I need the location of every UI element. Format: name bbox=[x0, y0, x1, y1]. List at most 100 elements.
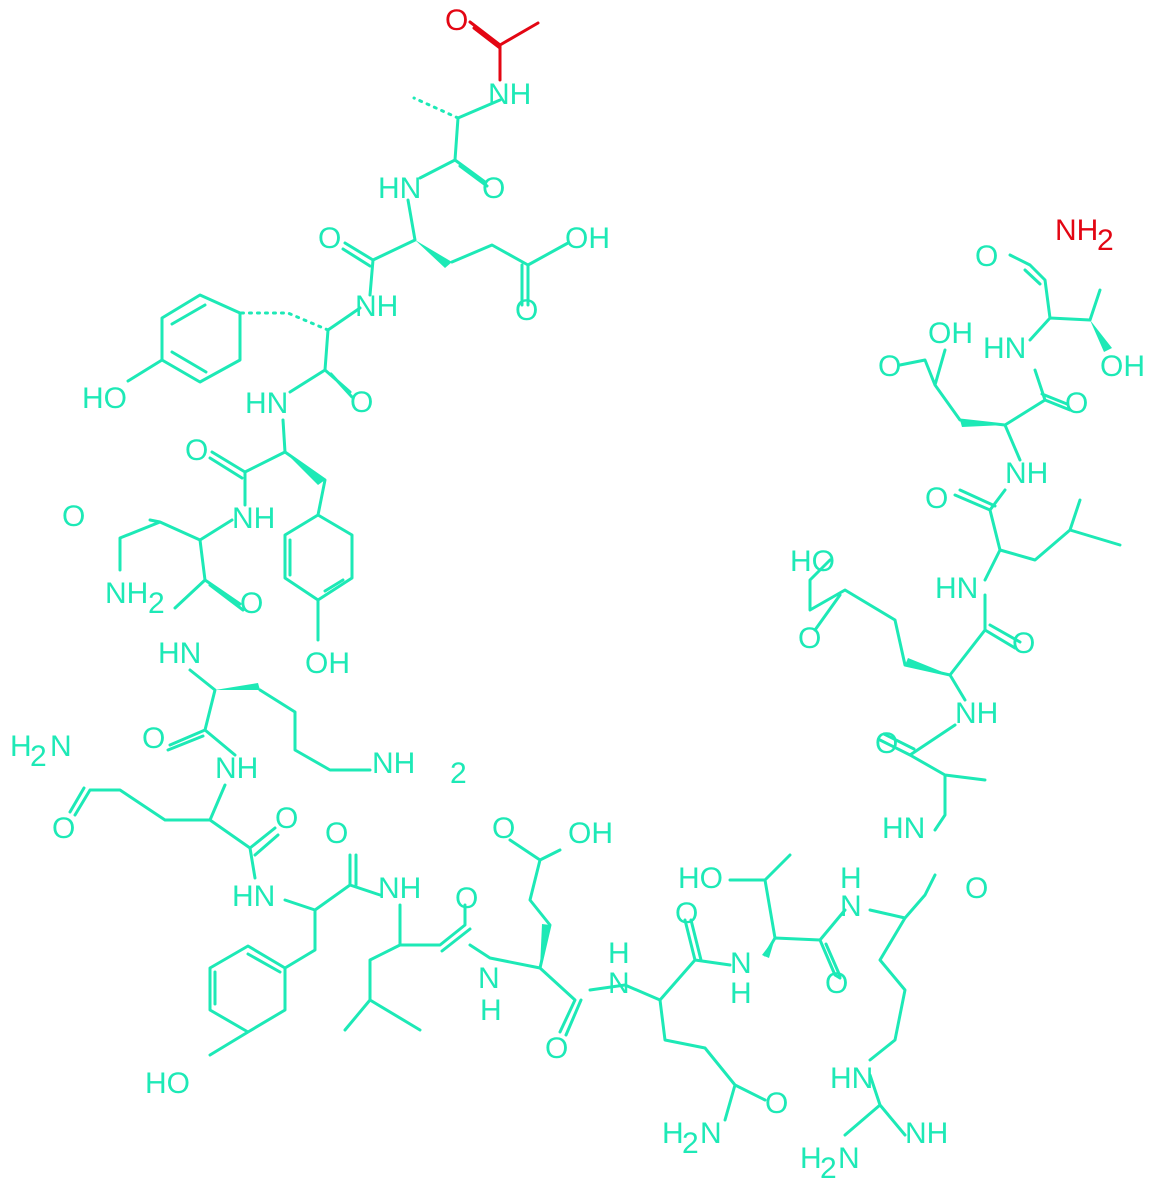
glu2-acid-oh: OH bbox=[565, 222, 610, 255]
lys6-backbone bbox=[166, 668, 237, 757]
leu16-amide-nh: HN bbox=[935, 572, 978, 605]
lys6-carbonyl-oxygen: O bbox=[142, 722, 165, 755]
tyr8-phenol-ho: HO bbox=[145, 1067, 190, 1100]
asp17-carbonyl-oxygen: O bbox=[1065, 387, 1088, 420]
glu2-carbonyl-oxygen: O bbox=[318, 222, 341, 255]
leu9-sidechain bbox=[343, 943, 422, 1032]
tyr4-wedge bbox=[285, 452, 325, 485]
asp17-backbone bbox=[1003, 368, 1072, 462]
thr18-hydroxyl-oh: OH bbox=[1100, 350, 1145, 383]
glu10-carbonyl-oxygen: O bbox=[545, 1032, 568, 1065]
glu10-wedge bbox=[540, 924, 550, 968]
gln11-amide-n: N bbox=[608, 967, 630, 1000]
ala14-carbonyl-oxygen: O bbox=[875, 727, 898, 760]
tyr8-carbonyl-oxygen: O bbox=[325, 817, 348, 850]
gln11-amide-h: H bbox=[608, 937, 630, 970]
arg13-amide-n: N bbox=[840, 890, 862, 923]
asn5-side-nh2: NH bbox=[105, 577, 148, 610]
thr18-amide-nh: HN bbox=[983, 332, 1026, 365]
gln7-h2n-subscript: 2 bbox=[30, 740, 47, 773]
tyr4-phenol-oh: OH bbox=[305, 647, 350, 680]
thr18-carbonyl-oxygen: O bbox=[975, 240, 998, 273]
subscript-labels: 2 2 2 N 2 N 2 N 2 bbox=[30, 224, 1114, 1185]
gln7-h2n-n: N bbox=[50, 730, 72, 763]
thr18-backbone bbox=[1008, 253, 1102, 342]
tyr3-phenol-ho: HO bbox=[82, 382, 127, 415]
glu2-wedge bbox=[415, 240, 452, 268]
asn5-carbonyl-oxygen: O bbox=[240, 587, 263, 620]
gln11-side-carbonyl-oxygen: O bbox=[765, 1087, 788, 1120]
asn5-nh2-subscript: 2 bbox=[148, 587, 165, 620]
gln11-h2n-n: N bbox=[700, 1117, 722, 1150]
lys6-amine-nh2: NH bbox=[372, 747, 415, 780]
glu10-acid-oxygen: O bbox=[492, 812, 515, 845]
lys6-wedge bbox=[215, 683, 260, 690]
acetyl-cap-bonds bbox=[468, 20, 540, 82]
arg13-h2n-subscript: 2 bbox=[820, 1152, 837, 1185]
glu2-sidechain bbox=[450, 241, 570, 307]
thr12-hydroxyl-ho: HO bbox=[678, 862, 723, 895]
glu2-backbone bbox=[341, 198, 417, 297]
leu9-carbonyl-oxygen: O bbox=[455, 882, 478, 915]
tyr4-backbone bbox=[208, 418, 287, 507]
gln11-carbonyl-oxygen: O bbox=[675, 897, 698, 930]
gln11-h2n-subscript: 2 bbox=[682, 1127, 699, 1160]
tyr3-ring-double bbox=[126, 303, 208, 383]
c-terminal-nh2-subscript: 2 bbox=[1097, 224, 1114, 257]
tyr4-amide-nh: HN bbox=[245, 387, 288, 420]
tyr3-amide-nh: NH bbox=[355, 290, 398, 323]
lys6-amide-nh: HN bbox=[158, 637, 201, 670]
c-terminal-amide-nh2: NH bbox=[1055, 214, 1098, 247]
tyr3-backbone bbox=[288, 306, 362, 399]
thr12-wedge bbox=[762, 938, 775, 958]
gln11-sidechain bbox=[658, 998, 767, 1122]
thr12-amide-h: H bbox=[730, 977, 752, 1010]
arg13-amide-h: H bbox=[840, 862, 862, 895]
glu2-amide-nh: HN bbox=[378, 172, 421, 205]
tyr4-sidechain bbox=[283, 450, 354, 642]
gln7-carbonyl-oxygen: O bbox=[275, 802, 298, 835]
glu2-acid-oxygen: O bbox=[515, 294, 538, 327]
asn5-backbone bbox=[173, 518, 245, 612]
arg13-bonds bbox=[868, 873, 937, 1062]
gln7-side-h2n: H bbox=[10, 730, 32, 763]
asp17-acid-oxygen: O bbox=[878, 350, 901, 383]
glu15-acid-oxygen: O bbox=[798, 622, 821, 655]
gln7-side-carbonyl-oxygen: O bbox=[52, 812, 75, 845]
tyr8-amide-nh: HN bbox=[232, 880, 275, 913]
glu10-amide-n: N bbox=[478, 962, 500, 995]
asp17-amide-nh: NH bbox=[1005, 457, 1048, 490]
asp17-sidechain bbox=[898, 348, 1007, 427]
leu16-sidechain bbox=[998, 498, 1122, 562]
gln7-amide-nh: NH bbox=[215, 752, 258, 785]
arg13-guanidine-nh: NH bbox=[905, 1117, 948, 1150]
ala14-amide-nh: HN bbox=[882, 812, 925, 845]
glu15-backbone bbox=[948, 593, 1022, 702]
thr18-wedge bbox=[1090, 320, 1112, 352]
thr12-carbonyl-oxygen: O bbox=[825, 967, 848, 1000]
tyr8-backbone bbox=[283, 853, 382, 912]
asn5-sidechain bbox=[118, 518, 202, 572]
arg13-guanidine bbox=[843, 1073, 907, 1137]
lys6-sidechain bbox=[258, 688, 372, 772]
acetyl-carbonyl-oxygen: O bbox=[445, 4, 468, 37]
asp17-wedge bbox=[960, 420, 1005, 427]
glu15-carbonyl-oxygen: O bbox=[1012, 627, 1035, 660]
thr12-sidechain bbox=[728, 853, 792, 940]
arg13-guanidine-hn: HN bbox=[830, 1062, 873, 1095]
leu9-backbone bbox=[398, 903, 472, 953]
leu16-backbone bbox=[953, 488, 1007, 582]
thr12-amide-n: N bbox=[730, 947, 752, 980]
arg13-h2n-n: N bbox=[838, 1142, 860, 1175]
asn5-amide-nh: NH bbox=[232, 502, 275, 535]
arg13-carbonyl-oxygen: O bbox=[965, 872, 988, 905]
leu16-carbonyl-oxygen: O bbox=[925, 482, 948, 515]
tyr3-carbonyl-oxygen: O bbox=[350, 386, 373, 419]
tyr3-ch2-hash bbox=[238, 311, 330, 332]
glu15-amide-nh: NH bbox=[955, 697, 998, 730]
asn5-side-carbonyl-oxygen: O bbox=[62, 500, 85, 533]
glu10-acid-oh: OH bbox=[568, 817, 613, 850]
ala1-backbone bbox=[418, 98, 502, 188]
arg13-guanidine-h2n: H bbox=[800, 1142, 822, 1175]
